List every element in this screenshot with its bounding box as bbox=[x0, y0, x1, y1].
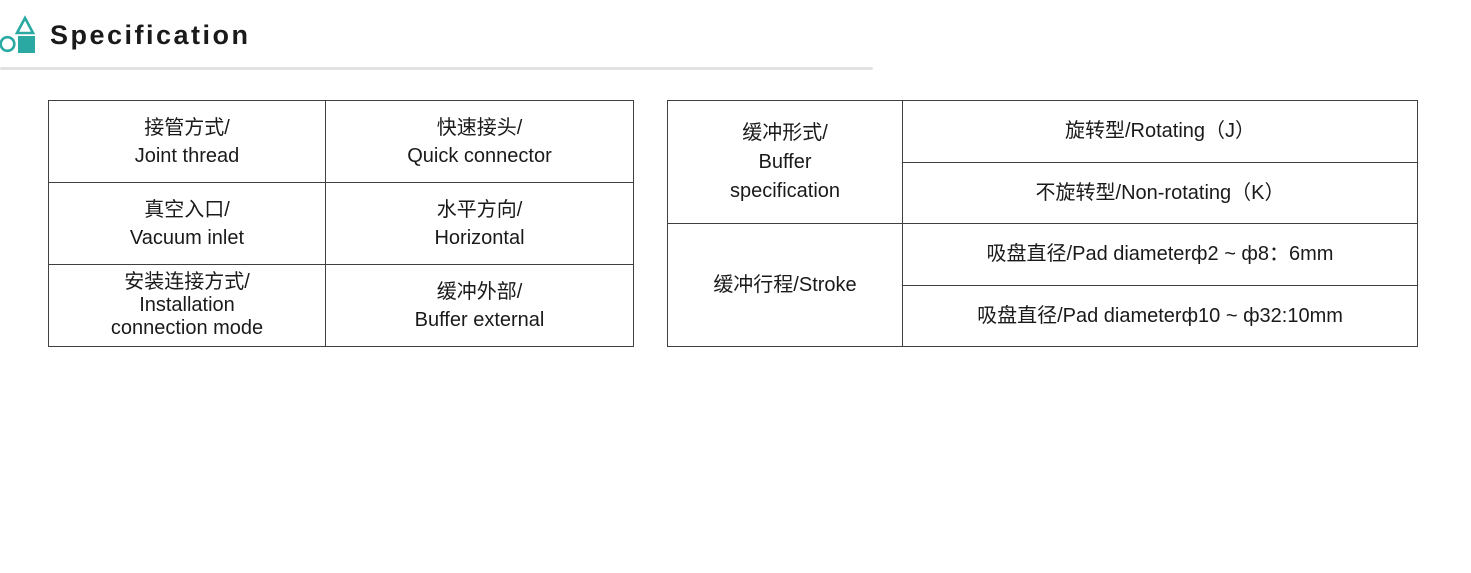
section-header: Specification bbox=[0, 10, 251, 60]
cell-value: 不旋转型/Non-rotating（K） bbox=[1035, 181, 1285, 204]
connection-spec-table: 接管方式/ Joint thread 快速接头/ Quick connector… bbox=[48, 100, 634, 347]
table-row: 缓冲行程/Stroke 吸盘直径/Pad diameterф2 ~ ф8：6mm bbox=[667, 223, 1418, 347]
cell-quick-connector: 快速接头/ Quick connector bbox=[325, 100, 634, 183]
cell-rotating-j: 旋转型/Rotating（J） bbox=[902, 100, 1418, 163]
table-row: 不旋转型/Non-rotating（K） bbox=[668, 161, 1418, 224]
page-title: Specification bbox=[50, 19, 251, 50]
triangle-shape bbox=[14, 15, 36, 35]
cell-line-zh: 缓冲形式/ bbox=[742, 121, 828, 144]
cell-vacuum-inlet: 真空入口/ Vacuum inlet bbox=[48, 182, 326, 265]
cell-line-en: Buffer external bbox=[414, 308, 545, 331]
cell-value: 吸盘直径/Pad diameterф2 ~ ф8：6mm bbox=[986, 243, 1334, 266]
cell-line-zh: 安装连接方式/ bbox=[124, 271, 250, 293]
cell-line-zh: 接管方式/ bbox=[144, 116, 230, 139]
cell-line-en: connection mode bbox=[110, 317, 264, 339]
table-row: 真空入口/ Vacuum inlet 水平方向/ Horizontal bbox=[48, 182, 634, 265]
cell-buffer-external: 缓冲外部/ Buffer external bbox=[325, 264, 634, 347]
cell-value: 旋转型/Rotating（J） bbox=[1064, 120, 1256, 143]
cell-line-en: Quick connector bbox=[407, 144, 552, 167]
cell-line-zh: 缓冲行程/Stroke bbox=[713, 274, 857, 296]
table-row: 安装连接方式/ Installation connection mode 缓冲外… bbox=[48, 264, 634, 347]
cell-value: 吸盘直径/Pad diameterф10 ~ ф32:10mm bbox=[977, 304, 1343, 327]
cell-line-en: Joint thread bbox=[134, 144, 240, 167]
header-divider bbox=[0, 67, 873, 70]
cell-stroke: 缓冲行程/Stroke bbox=[667, 223, 903, 347]
cell-stroke-large-pads: 吸盘直径/Pad diameterф10 ~ ф32:10mm bbox=[902, 284, 1418, 347]
table-row: 接管方式/ Joint thread 快速接头/ Quick connector bbox=[48, 100, 634, 183]
cell-line-en: Installation bbox=[139, 294, 235, 316]
cell-line-en: Buffer bbox=[758, 150, 812, 173]
cell-installation-connection-mode: 安装连接方式/ Installation connection mode bbox=[48, 264, 326, 347]
geometric-shapes-icon bbox=[0, 15, 36, 53]
cell-line-en: Horizontal bbox=[434, 226, 525, 249]
cell-line-zh: 缓冲外部/ bbox=[436, 280, 523, 303]
cell-stroke-small-pads: 吸盘直径/Pad diameterф2 ~ ф8：6mm bbox=[902, 223, 1418, 286]
cell-line-zh: 水平方向/ bbox=[436, 198, 523, 221]
cell-joint-thread: 接管方式/ Joint thread bbox=[48, 100, 326, 183]
cell-line-en: specification bbox=[729, 179, 841, 202]
cell-line-en: Vacuum inlet bbox=[129, 226, 245, 249]
circle-shape bbox=[0, 35, 16, 53]
buffer-spec-table: 缓冲形式/ Buffer specification 旋转型/Rotating（… bbox=[667, 100, 1418, 347]
table-row: 缓冲形式/ Buffer specification 旋转型/Rotating（… bbox=[667, 100, 1418, 224]
cell-non-rotating-k: 不旋转型/Non-rotating（K） bbox=[902, 161, 1418, 224]
cell-line-zh: 快速接头/ bbox=[436, 116, 523, 139]
table-row: 吸盘直径/Pad diameterф10 ~ ф32:10mm bbox=[668, 284, 1418, 347]
square-shape bbox=[18, 36, 35, 53]
cell-buffer-specification: 缓冲形式/ Buffer specification bbox=[667, 100, 903, 224]
cell-line-zh: 真空入口/ bbox=[144, 198, 230, 221]
cell-horizontal: 水平方向/ Horizontal bbox=[325, 182, 634, 265]
